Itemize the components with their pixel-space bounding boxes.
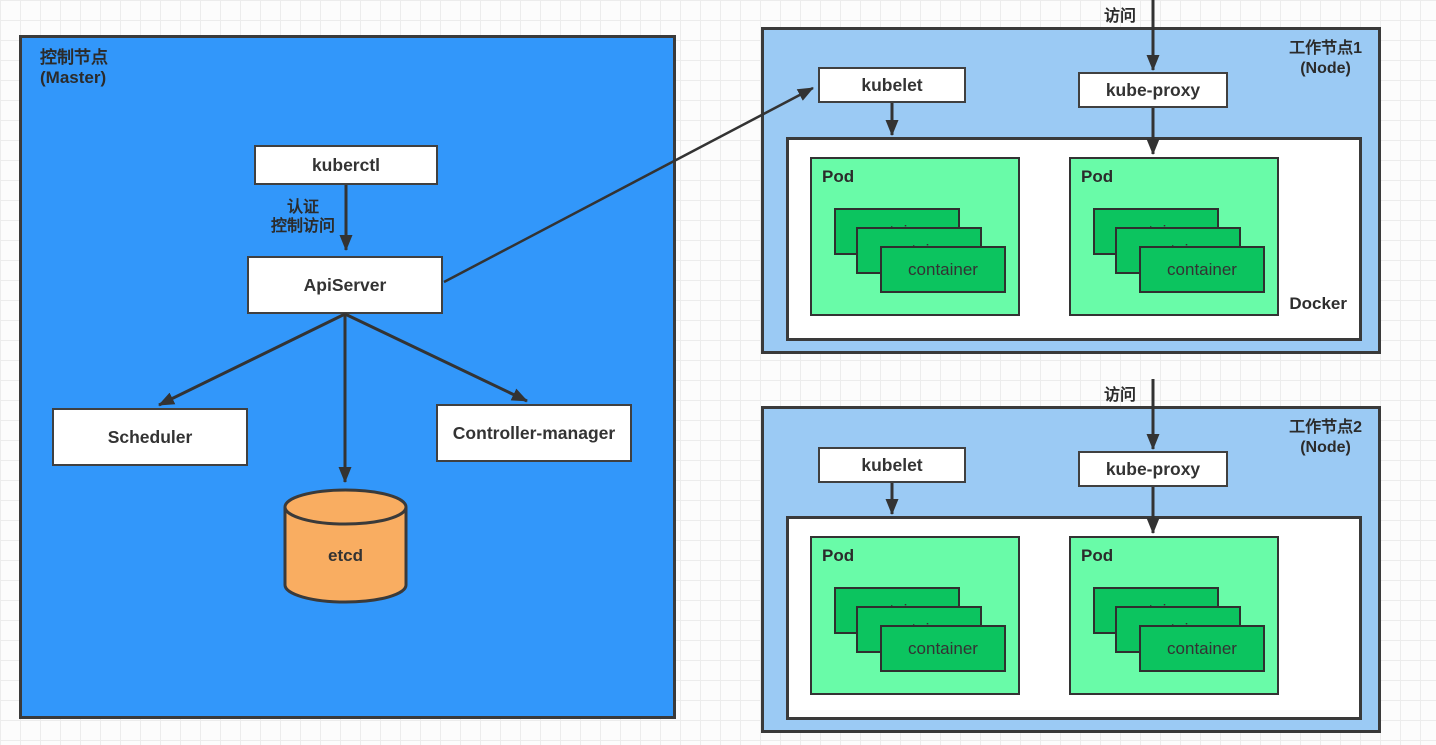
pod-label: Pod	[822, 167, 855, 186]
controller-manager-box: Controller-manager	[436, 404, 632, 462]
etcd-cylinder-shape	[283, 488, 408, 604]
pod-label: Pod	[822, 546, 855, 565]
kubelet-box-node2: kubelet	[818, 447, 966, 483]
etcd-label: etcd	[328, 546, 363, 565]
auth-access-label: 认证 控制访问	[270, 199, 335, 235]
container-box: container	[880, 246, 1006, 293]
worker-node-2-title: 工作节点2 (Node)	[1289, 419, 1362, 456]
pod-box-node1-2: Pod container container container	[1069, 157, 1279, 316]
scheduler-label: Scheduler	[107, 426, 193, 447]
master-subtitle-line: (Master)	[40, 68, 107, 87]
pod-box-node2-1: Pod container container container	[810, 536, 1020, 695]
kubelet-box-node1: kubelet	[818, 67, 966, 103]
kuberctl-box: kuberctl	[254, 145, 438, 185]
pod-label: Pod	[1081, 167, 1114, 186]
kube-proxy-box-node1: kube-proxy	[1078, 72, 1228, 108]
pod-box-node1-1: Pod container container container	[810, 157, 1020, 316]
visit-label-node2: 访问	[1103, 387, 1136, 404]
apiserver-label: ApiServer	[303, 274, 387, 295]
kube-proxy-label-node2: kube-proxy	[1105, 458, 1201, 479]
worker-node-1-title: 工作节点1 (Node)	[1289, 40, 1362, 77]
pod-box-node2-2: Pod container container container	[1069, 536, 1279, 695]
kube-proxy-label-node1: kube-proxy	[1105, 79, 1201, 100]
master-panel-title: 控制节点(Master)	[40, 48, 108, 88]
kubelet-label-node1: kubelet	[861, 74, 923, 95]
scheduler-box: Scheduler	[52, 408, 248, 466]
container-box: container	[1139, 625, 1265, 672]
kube-proxy-box-node2: kube-proxy	[1078, 451, 1228, 487]
container-box: container	[880, 625, 1006, 672]
apiserver-box: ApiServer	[247, 256, 443, 314]
etcd-cylinder: etcd	[282, 486, 409, 606]
kuberctl-label: kuberctl	[311, 154, 381, 175]
container-box: container	[1139, 246, 1265, 293]
master-node-panel: 控制节点(Master)	[19, 35, 676, 719]
visit-label-node1: 访问	[1103, 8, 1136, 25]
master-title-line: 控制节点	[40, 48, 108, 67]
pod-label: Pod	[1081, 546, 1114, 565]
docker-label-node1: Docker	[1289, 294, 1347, 313]
kubelet-label-node2: kubelet	[861, 454, 923, 475]
controller-manager-label: Controller-manager	[452, 422, 616, 443]
